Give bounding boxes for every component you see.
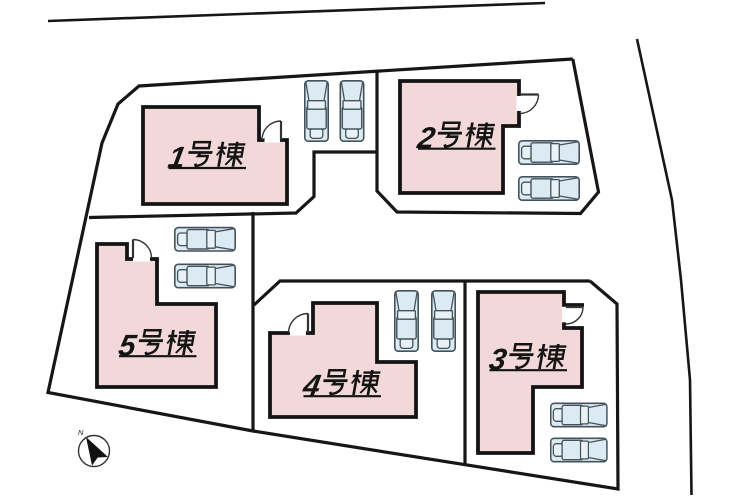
svg-text:5: 5 [116, 330, 140, 363]
svg-text:1: 1 [166, 141, 188, 174]
svg-text:2: 2 [414, 122, 438, 155]
svg-text:N: N [78, 428, 84, 437]
svg-text:4: 4 [300, 370, 324, 403]
svg-text:3: 3 [487, 344, 510, 377]
